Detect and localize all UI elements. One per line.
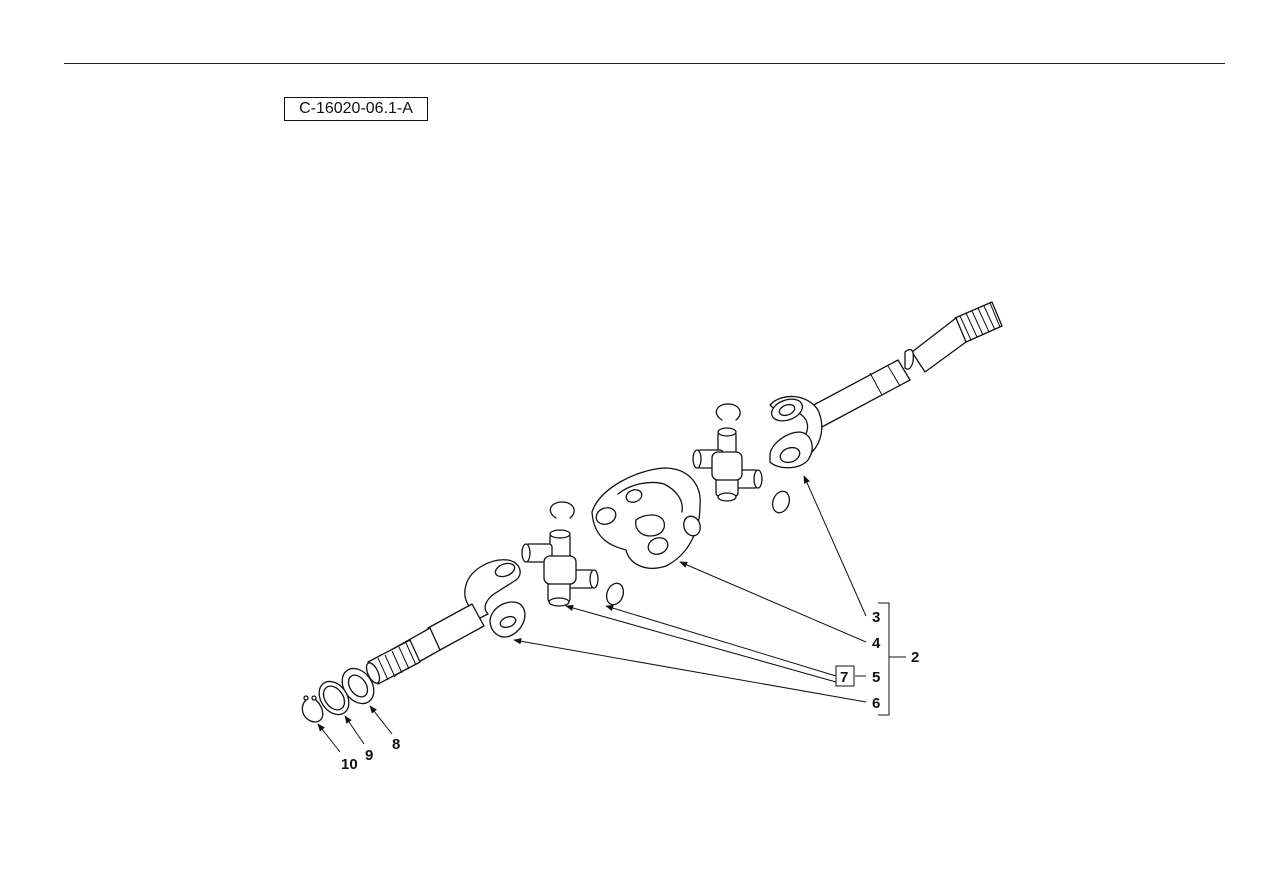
- callout-8: 8: [392, 736, 400, 753]
- outer-axle-shaft: [769, 301, 1003, 469]
- universal-joint-cross-lower: [521, 529, 599, 607]
- header-rule: [64, 63, 1225, 64]
- universal-joint-cross-upper: [692, 427, 763, 502]
- figure-reference-label: C-16020-06.1-A: [284, 97, 428, 121]
- leader-lines: [317, 475, 906, 753]
- snap-ring-upper-side: [771, 490, 791, 514]
- snap-ring-lower-side: [605, 582, 625, 606]
- snap-ring-upper-outer: [715, 403, 741, 421]
- snap-ring-lower-outer: [549, 501, 575, 519]
- thrust-washer: [341, 667, 375, 705]
- callout-6: 6: [872, 695, 880, 712]
- callout-10: 10: [341, 756, 358, 773]
- center-double-yoke: [591, 467, 701, 569]
- callout-2: 2: [911, 649, 919, 666]
- callout-9: 9: [365, 747, 373, 764]
- callout-4: 4: [872, 635, 881, 652]
- callout-5: 5: [872, 669, 880, 686]
- callout-7: 7: [840, 669, 848, 686]
- callout-3: 3: [872, 609, 880, 626]
- inner-axle-shaft: [365, 559, 526, 685]
- spacer-washer: [318, 680, 350, 716]
- retaining-ring: [301, 695, 324, 723]
